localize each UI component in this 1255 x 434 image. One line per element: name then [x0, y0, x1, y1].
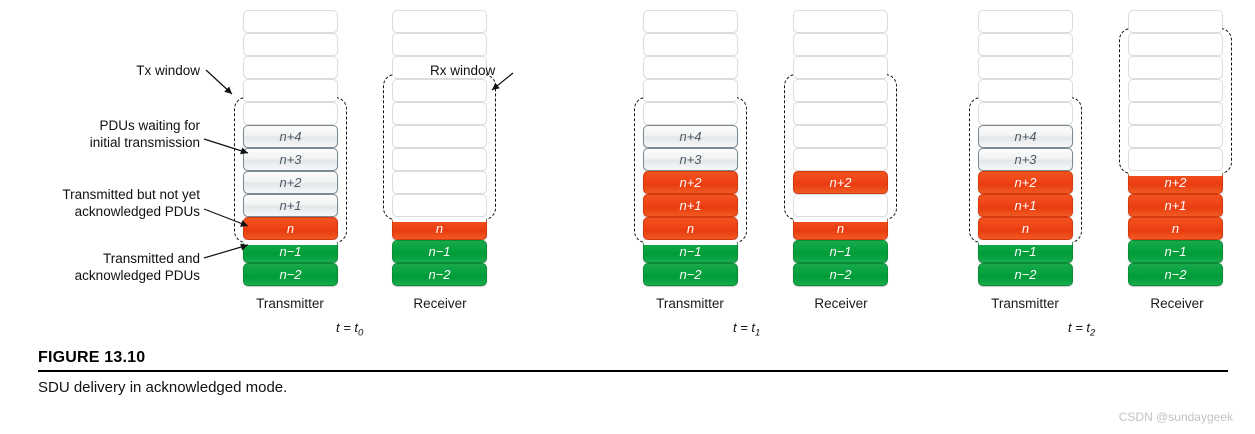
cell-slot [643, 56, 738, 79]
diagram-canvas: n+4 n+3 n+2 n+1 n n−1 n−2 Transmitter n … [62, 10, 1232, 339]
watermark: CSDN @sundaygeek [1118, 410, 1233, 424]
cell-pdu: n+1 [1128, 194, 1223, 217]
cell-pdu: n+3 [643, 148, 738, 171]
cell-slot [392, 102, 487, 125]
cell-slot [643, 33, 738, 56]
cell-pdu: n−1 [643, 240, 738, 263]
cell-slot [793, 125, 888, 148]
cell-slot [643, 10, 738, 33]
cell-pdu: n−2 [793, 263, 888, 286]
cell-pdu: n−2 [643, 263, 738, 286]
column-label-rx-t2: Receiver [1150, 296, 1204, 311]
cell-slot [243, 10, 338, 33]
cell-slot [243, 79, 338, 102]
cell-pdu: n−2 [392, 263, 487, 286]
cell-pdu: n [243, 217, 338, 240]
cell-slot [1128, 33, 1223, 56]
cell-pdu: n+4 [978, 125, 1073, 148]
column-label-rx-t0: Receiver [413, 296, 467, 311]
cell-slot [1128, 79, 1223, 102]
cell-slot [978, 79, 1073, 102]
figure-number: FIGURE 13.10 [38, 349, 146, 366]
cell-slot [392, 33, 487, 56]
column-label-tx-t0: Transmitter [256, 296, 324, 311]
cell-pdu: n+1 [978, 194, 1073, 217]
cell-pdu: n−1 [1128, 240, 1223, 263]
cell-slot [793, 79, 888, 102]
cell-pdu: n [392, 217, 487, 240]
cell-slot [978, 10, 1073, 33]
cell-pdu: n−1 [243, 240, 338, 263]
annotation-pdus-waiting: PDUs waiting for initial transmission [89, 118, 200, 150]
cell-pdu: n+1 [243, 194, 338, 217]
cell-pdu: n−2 [978, 263, 1073, 286]
cell-pdu: n−1 [793, 240, 888, 263]
cell-slot [392, 79, 487, 102]
annotation-rx-window: Rx window [430, 63, 496, 78]
column-label-tx-t2: Transmitter [991, 296, 1059, 311]
cell-slot [243, 102, 338, 125]
cell-slot [793, 33, 888, 56]
cell-slot [978, 56, 1073, 79]
cell-slot [643, 102, 738, 125]
cell-pdu: n+1 [643, 194, 738, 217]
cell-slot [243, 33, 338, 56]
time-label-t1: t = t1 [733, 320, 761, 339]
cell-slot [793, 10, 888, 33]
annotation-tx-window: Tx window [136, 63, 200, 78]
cell-pdu: n+4 [643, 125, 738, 148]
cell-slot [392, 148, 487, 171]
cell-slot [643, 79, 738, 102]
annotation-acked: Transmitted and acknowledged PDUs [74, 251, 200, 283]
time-label-t2: t = t2 [1068, 320, 1096, 339]
caption-divider [38, 370, 1228, 372]
cell-slot [392, 194, 487, 217]
cell-slot [243, 56, 338, 79]
cell-pdu: n+2 [793, 171, 888, 194]
cell-slot [978, 33, 1073, 56]
cell-slot [392, 10, 487, 33]
cell-pdu: n+2 [243, 171, 338, 194]
cell-slot [978, 102, 1073, 125]
cell-slot [392, 171, 487, 194]
cell-pdu: n+2 [978, 171, 1073, 194]
time-label-t0: t = t0 [336, 320, 364, 339]
cell-slot [1128, 125, 1223, 148]
cell-pdu: n [793, 217, 888, 240]
cell-pdu: n [978, 217, 1073, 240]
figure-caption-block: FIGURE 13.10 SDU delivery in acknowledge… [38, 349, 1228, 396]
cell-slot [1128, 102, 1223, 125]
cell-pdu: n+2 [1128, 171, 1223, 194]
cell-pdu: n−2 [1128, 263, 1223, 286]
cell-slot [1128, 148, 1223, 171]
cell-pdu: n+4 [243, 125, 338, 148]
column-label-rx-t1: Receiver [814, 296, 868, 311]
cell-pdu: n+2 [643, 171, 738, 194]
cell-pdu: n−1 [392, 240, 487, 263]
cell-pdu: n−1 [978, 240, 1073, 263]
cell-pdu: n [643, 217, 738, 240]
cell-slot [392, 125, 487, 148]
figure-caption-text: SDU delivery in acknowledged mode. [38, 379, 288, 396]
column-label-tx-t1: Transmitter [656, 296, 724, 311]
cell-slot [793, 102, 888, 125]
cell-slot [1128, 56, 1223, 79]
cell-slot [1128, 10, 1223, 33]
cell-pdu: n+3 [978, 148, 1073, 171]
cell-slot [793, 148, 888, 171]
cell-pdu: n−2 [243, 263, 338, 286]
cell-pdu: n+3 [243, 148, 338, 171]
annotation-unacked: Transmitted but not yet acknowledged PDU… [62, 187, 200, 219]
cell-slot [793, 194, 888, 217]
cell-slot [793, 56, 888, 79]
cell-pdu: n [1128, 217, 1223, 240]
